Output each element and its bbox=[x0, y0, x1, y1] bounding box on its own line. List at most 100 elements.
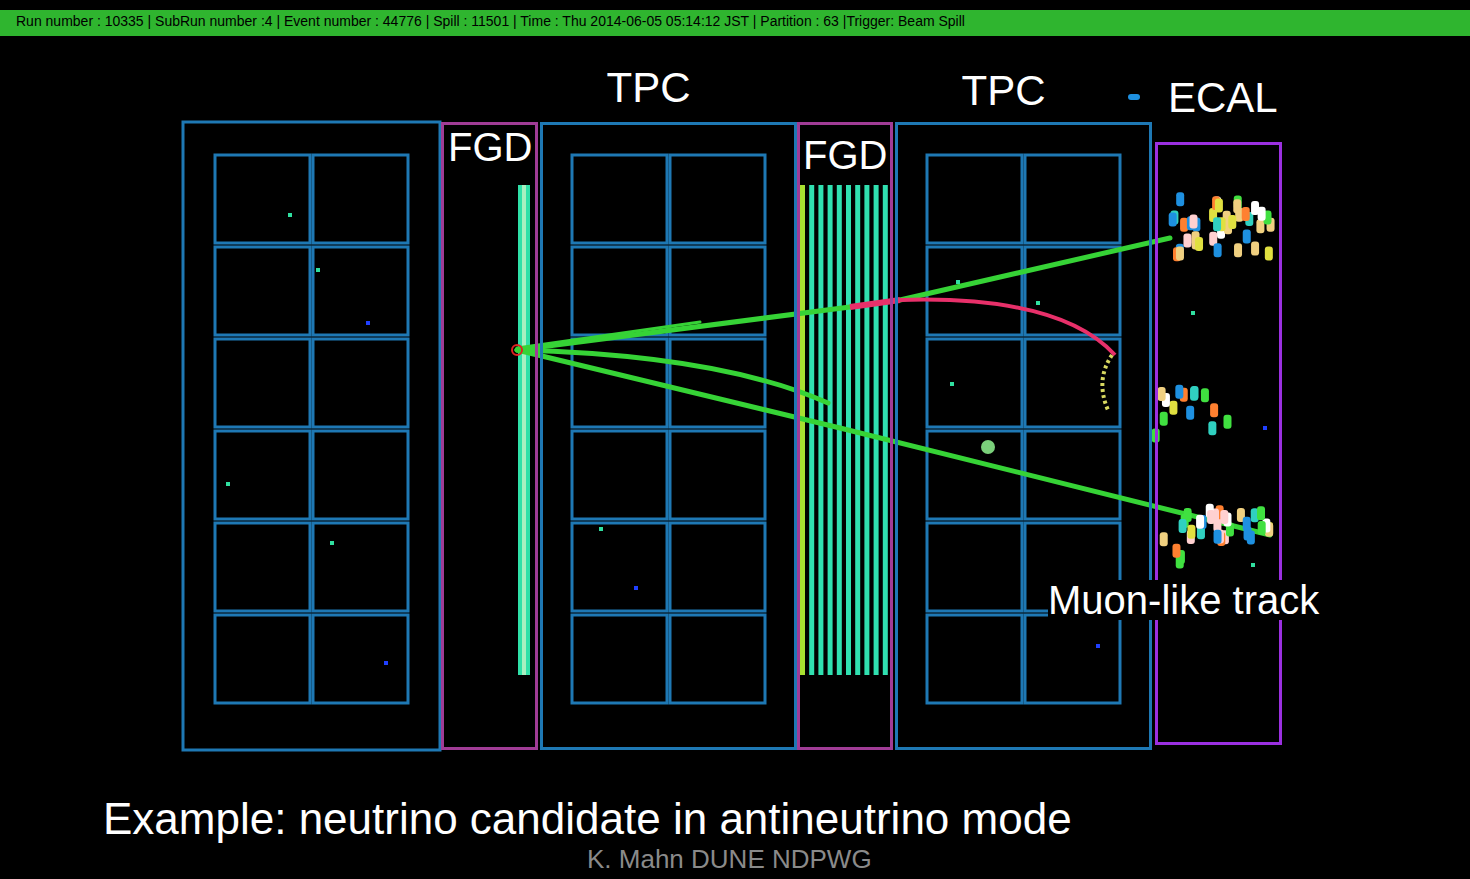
curl-hits bbox=[1102, 355, 1112, 410]
readout-cell bbox=[313, 155, 408, 243]
ecal-hit bbox=[1228, 215, 1236, 229]
ecal-hit bbox=[1187, 525, 1195, 539]
ecal-hit bbox=[1186, 406, 1194, 420]
readout-cell bbox=[215, 339, 310, 427]
ecal-hit bbox=[1172, 544, 1180, 558]
ecal-hit bbox=[1214, 530, 1222, 544]
hit bbox=[1191, 311, 1195, 315]
readout-cell bbox=[572, 615, 667, 703]
hit bbox=[1263, 426, 1267, 430]
readout-cell bbox=[572, 155, 667, 243]
hit bbox=[226, 482, 230, 486]
ecal-hit bbox=[1210, 403, 1218, 417]
fgd-layer bbox=[883, 185, 888, 675]
ecal-hit bbox=[1215, 199, 1223, 213]
hit bbox=[1251, 563, 1255, 567]
readout-cell bbox=[572, 523, 667, 611]
readout-cell bbox=[670, 431, 765, 519]
readout-cell bbox=[313, 615, 408, 703]
readout-cell bbox=[927, 431, 1022, 519]
fgd-module: FGD bbox=[441, 122, 538, 750]
ecal-hit bbox=[1183, 233, 1191, 247]
watermark: K. Mahn DUNE NDPWG bbox=[587, 846, 872, 872]
hit bbox=[366, 321, 370, 325]
readout-cell bbox=[670, 615, 765, 703]
readout-cell bbox=[1025, 431, 1120, 519]
hit bbox=[599, 527, 603, 531]
vertex bbox=[512, 345, 522, 355]
ecal-hit bbox=[1190, 387, 1198, 401]
module-label: TPC bbox=[607, 67, 691, 109]
fgd-layer bbox=[818, 185, 823, 675]
ecal-hit bbox=[1207, 510, 1215, 524]
header-bar bbox=[0, 10, 1470, 36]
ecal-hit bbox=[1196, 515, 1204, 529]
module-label: TPC bbox=[962, 70, 1046, 112]
ecal-hit bbox=[1175, 385, 1183, 399]
hit bbox=[1128, 94, 1140, 100]
readout-cell bbox=[215, 615, 310, 703]
tpc-module: TPC bbox=[540, 122, 797, 750]
ecal-hit bbox=[1257, 506, 1265, 520]
readout-cell bbox=[215, 431, 310, 519]
hit bbox=[634, 586, 638, 590]
track bbox=[517, 322, 700, 348]
ecal-hit bbox=[1242, 207, 1250, 221]
module-label: FGD bbox=[448, 127, 532, 167]
curling-track bbox=[900, 300, 1115, 355]
ecal-hit bbox=[1160, 532, 1168, 546]
hit bbox=[950, 382, 954, 386]
ecal-hit bbox=[1233, 199, 1241, 213]
readout-cell bbox=[215, 523, 310, 611]
ecal-hit bbox=[1243, 229, 1251, 243]
hit-cluster bbox=[981, 440, 995, 454]
readout-cell bbox=[927, 615, 1022, 703]
ecal-hit bbox=[1176, 247, 1184, 261]
readout-cell bbox=[927, 155, 1022, 243]
readout-cell bbox=[313, 247, 408, 335]
readout-cell bbox=[1025, 615, 1120, 703]
ecal-hits bbox=[1152, 192, 1275, 568]
module-label: FGD bbox=[803, 135, 887, 175]
ecal-hit bbox=[1169, 401, 1177, 415]
fgd-layer bbox=[864, 185, 869, 675]
fgd-layer bbox=[828, 185, 833, 675]
ecal-hit bbox=[1201, 388, 1209, 402]
ecal-hit bbox=[1256, 219, 1264, 233]
ecal-hit bbox=[1220, 510, 1228, 524]
fgd-hits bbox=[522, 185, 526, 675]
hit bbox=[1036, 301, 1040, 305]
readout-cell bbox=[927, 523, 1022, 611]
readout-cell bbox=[572, 247, 667, 335]
ecal-hit bbox=[1208, 421, 1216, 435]
module-label: ECAL bbox=[1168, 77, 1278, 119]
ecal-hit bbox=[1158, 387, 1166, 401]
ecal-hit bbox=[1176, 192, 1184, 206]
ecal-module: ECAL bbox=[1155, 142, 1282, 745]
ecal-hit bbox=[1234, 243, 1242, 257]
ecal-hit bbox=[1180, 218, 1188, 232]
hit bbox=[330, 541, 334, 545]
ecal-hit bbox=[1190, 215, 1198, 229]
fgd-module: FGD bbox=[797, 122, 893, 750]
readout-cell bbox=[927, 339, 1022, 427]
track bbox=[517, 307, 850, 350]
track bbox=[900, 238, 1170, 300]
hit bbox=[384, 661, 388, 665]
hit bbox=[316, 268, 320, 272]
ecal-hit bbox=[1243, 517, 1251, 531]
ecal-hit bbox=[1169, 213, 1177, 227]
fgd-layer bbox=[800, 185, 805, 675]
readout-cell bbox=[670, 523, 765, 611]
ecal-hit bbox=[1223, 415, 1231, 429]
readout-cell bbox=[215, 155, 310, 243]
readout-cell bbox=[670, 339, 765, 427]
fgd-hits bbox=[518, 185, 530, 675]
ecal-hit bbox=[1195, 237, 1203, 251]
readout-cell bbox=[215, 247, 310, 335]
tpc-module: TPC bbox=[895, 122, 1152, 750]
ecal-hit bbox=[1265, 247, 1273, 261]
ecal-hit bbox=[1213, 217, 1221, 231]
ecal-hit bbox=[1251, 242, 1259, 256]
run-info: Run number : 10335 | SubRun number :4 | … bbox=[16, 14, 965, 28]
